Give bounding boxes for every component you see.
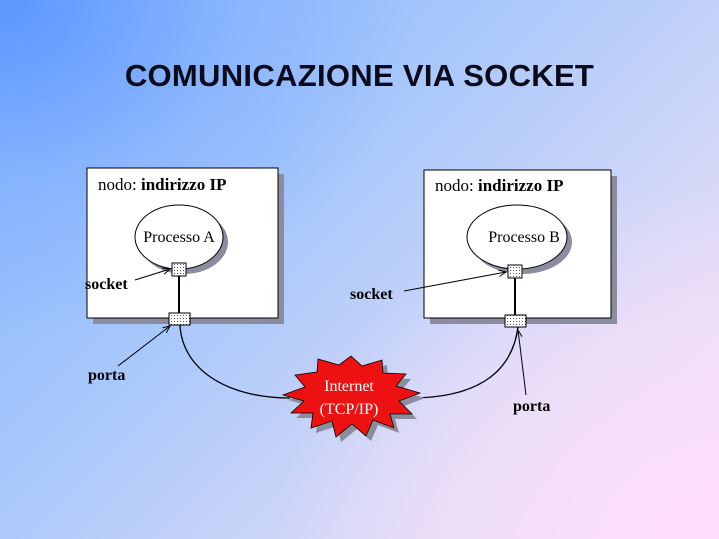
porta-right-label: porta xyxy=(513,398,550,415)
porta-left-pointer xyxy=(117,326,170,367)
internet-label: Internet xyxy=(324,378,374,395)
socket-left-pointer xyxy=(134,269,170,281)
link-b-to-internet xyxy=(409,326,519,399)
socket-right-label: socket xyxy=(350,286,393,303)
link-a-to-internet xyxy=(179,324,291,399)
socket-left-label: socket xyxy=(85,276,128,293)
socket-b xyxy=(507,264,523,279)
porta-left-label: porta xyxy=(88,367,125,384)
slide-title: COMUNICAZIONE VIA SOCKET xyxy=(124,58,595,93)
tcpip-label: (TCP/IP) xyxy=(320,401,379,418)
node-b-label: nodo: indirizzo IP xyxy=(435,176,563,195)
process-b-label: Processo B xyxy=(488,229,560,246)
port-b xyxy=(504,314,527,328)
socket-right-pointer xyxy=(403,272,506,292)
port-a xyxy=(168,312,191,326)
process-a-label: Processo A xyxy=(143,229,215,246)
porta-right-pointer xyxy=(518,330,527,396)
socket-a xyxy=(171,262,187,277)
process-b xyxy=(466,204,572,274)
process-a xyxy=(134,204,228,274)
internet-starburst-shape xyxy=(281,355,422,438)
node-a-label: nodo: indirizzo IP xyxy=(98,175,226,194)
